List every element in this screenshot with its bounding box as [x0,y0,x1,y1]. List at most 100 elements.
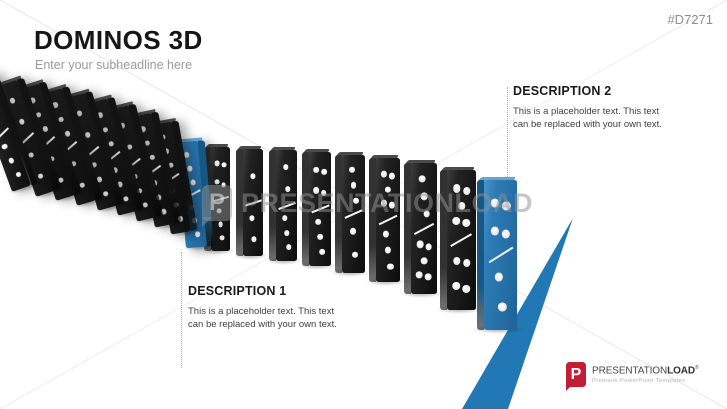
domino-pip [425,242,433,251]
domino-side-face [477,180,484,330]
domino-pip [221,181,226,188]
domino-pip [462,186,471,195]
presentationload-logo-icon: P [566,362,586,391]
description-1-callout[interactable]: DESCRIPTION 1 This is a placeholder text… [188,284,340,331]
domino-front-face [484,180,517,330]
domino-blue-18[interactable] [472,177,525,334]
domino-pip [189,179,196,186]
domino-pip [349,228,356,235]
slide-subheadline[interactable]: Enter your subheadline here [35,58,193,72]
domino-pip [424,273,432,281]
description-2-heading[interactable]: DESCRIPTION 2 [513,84,612,98]
domino-black-15[interactable] [365,155,406,286]
domino-pip [108,140,115,148]
domino-pip [380,199,387,207]
domino-pip [498,302,507,311]
domino-divider-line [488,246,513,263]
domino-divider-line [212,195,229,202]
description-2-callout[interactable]: DESCRIPTION 2 This is a placeholder text… [513,84,665,131]
domino-pip [350,181,357,189]
domino-pip [462,285,470,294]
domino-pip [453,184,461,193]
presentationload-logo-texts: PRESENTATIONLOAD® Premium PowerPoint Tem… [592,362,699,384]
domino-black-16[interactable] [400,160,443,298]
description-1-heading[interactable]: DESCRIPTION 1 [188,284,287,298]
domino-pip [214,179,220,185]
domino-pip [1,143,8,151]
domino-pip [186,165,193,172]
domino-pip [352,197,359,204]
domino-pip [491,198,500,208]
domino-black-11[interactable] [232,146,268,260]
domino-front-face [309,152,331,266]
domino-pip [453,256,461,265]
domino-pip [462,218,470,227]
domino-pip [502,201,511,211]
domino-black-17[interactable] [435,167,483,314]
domino-pip [282,164,289,171]
domino-pip [462,258,471,267]
domino-pip [501,229,510,239]
domino-pip [382,230,390,238]
domino-pip [221,162,227,168]
domino-front-face [211,147,230,251]
domino-pip [315,218,322,226]
domino-divider-line [413,222,435,235]
domino-pip [64,130,71,138]
description-2-body[interactable]: This is a placeholder text. This text ca… [513,106,662,130]
domino-pip [251,236,257,243]
domino-divider-line [0,127,9,140]
domino-divider-line [311,204,329,214]
domino-pip [282,215,288,222]
domino-black-14[interactable] [331,152,371,277]
domino-pip [249,215,255,221]
presentationload-logo-name: PRESENTATIONLOAD® [592,365,699,377]
domino-pip [7,157,15,165]
domino-divider-line [244,198,262,206]
domino-pip [388,201,395,209]
domino-pip [457,201,466,210]
description-1-body[interactable]: This is a placeholder text. This text ca… [188,306,337,330]
domino-pip [420,192,428,201]
domino-side-face [404,163,411,294]
domino-pip [216,208,222,214]
domino-pip [149,153,156,161]
domino-front-face [243,149,263,256]
domino-pip [15,170,22,178]
domino-pip [384,186,392,193]
domino-pip [250,173,256,180]
domino-side-face [236,149,243,256]
domino-side-face [440,170,447,310]
domino-black-13[interactable] [298,149,337,270]
domino-front-face [411,163,437,294]
domino-pip [415,270,423,279]
slide-title[interactable]: DOMINOS 3D [34,25,203,55]
presentationload-logo-tagline: Premium PowerPoint Templates [592,377,686,384]
domino-pip [420,256,428,265]
domino-pip [452,216,460,225]
domino-pip [313,187,319,194]
domino-divider-line [450,233,473,247]
domino-pip [215,160,220,166]
presentationload-logo: P PRESENTATIONLOAD® Premium PowerPoint T… [566,362,699,391]
domino-pip [84,131,92,139]
domino-pip [495,272,504,282]
domino-pip [490,226,499,236]
domino-pip [321,168,327,175]
domino-side-face [269,150,276,261]
domino-pip [28,151,35,159]
domino-pip [416,240,424,249]
domino-side-face [302,152,309,266]
domino-pip [348,166,355,173]
domino-pip [218,221,223,228]
domino-black-12[interactable] [265,147,303,265]
domino-pip [389,173,396,180]
domino-pip [313,166,320,173]
domino-side-face [369,158,376,282]
domino-front-face [276,150,297,261]
domino-front-face [342,155,365,273]
blue-wedge-polygon[interactable] [462,218,573,409]
